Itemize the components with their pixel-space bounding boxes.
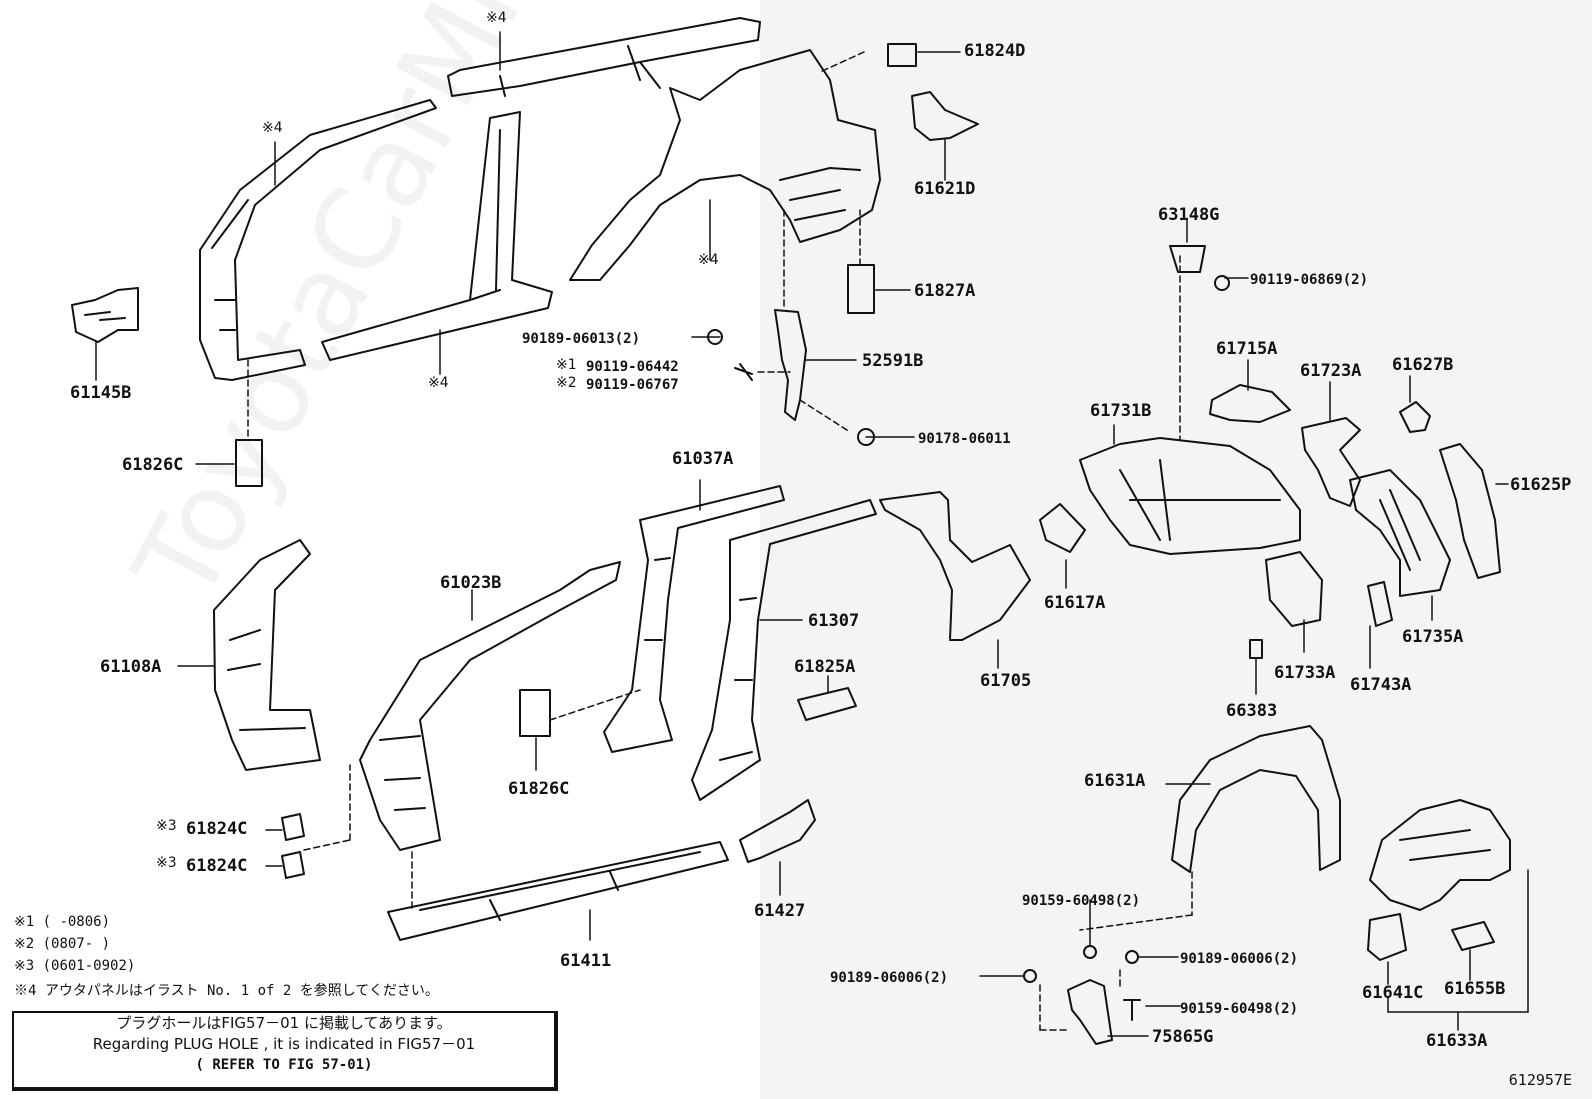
label-61723A[interactable]: 61723A — [1300, 361, 1362, 381]
bracket-52591B — [774, 309, 807, 421]
bracket-61427 — [739, 799, 816, 863]
wheelhouse-inner-61731B — [1079, 437, 1301, 555]
label-75865G[interactable]: 75865G — [1152, 1027, 1214, 1047]
diagram-shaded-half — [760, 0, 1592, 1099]
label-90189-06006-b[interactable]: 90189-06006(2) — [1180, 951, 1299, 967]
center-pillar-61307 — [691, 499, 877, 801]
label-61733A[interactable]: 61733A — [1274, 663, 1336, 683]
inner-pillar-61108A — [213, 539, 321, 771]
label-61824C-a[interactable]: 61824C — [186, 819, 248, 839]
pad-61826C-mid — [519, 689, 551, 737]
bracket-61655B — [1451, 921, 1495, 951]
plug-hole-reference-box: プラグホールはFIG57－01 に掲載してあります。 Regarding PLU… — [12, 1011, 558, 1091]
fasteners-top — [707, 245, 1230, 446]
bracket-75865G — [1067, 979, 1113, 1045]
roof-side-rail-outer — [447, 17, 761, 97]
label-66383[interactable]: 66383 — [1226, 701, 1278, 721]
label-61715A[interactable]: 61715A — [1216, 339, 1278, 359]
mark-4-roof-rail: ※4 — [486, 10, 507, 26]
pads-61824C — [281, 813, 305, 879]
front-pillar-inner-61023B — [359, 561, 621, 851]
label-90119-06767[interactable]: 90119-06767 — [586, 377, 679, 393]
label-61411[interactable]: 61411 — [560, 951, 612, 971]
label-61827A[interactable]: 61827A — [914, 281, 976, 301]
label-61631A[interactable]: 61631A — [1084, 771, 1146, 791]
note-3: ※3 (0601-0902) — [14, 958, 136, 974]
wheelhouse-61633A — [1369, 799, 1511, 911]
bracket-61627B — [1399, 401, 1431, 433]
label-61826C-top[interactable]: 61826C — [122, 455, 184, 475]
rocker-inner-61411 — [387, 841, 729, 941]
reference-fig-link[interactable]: ( REFER TO FIG 57-01) — [195, 1057, 373, 1073]
mark-4-quarter-panel: ※4 — [698, 252, 719, 268]
quarter-panel-outer — [569, 49, 881, 281]
label-61617A[interactable]: 61617A — [1044, 593, 1106, 613]
panel-61145B — [71, 287, 139, 343]
label-61627B[interactable]: 61627B — [1392, 355, 1454, 375]
label-90159-60498-b[interactable]: 90159-60498(2) — [1180, 1001, 1299, 1017]
reference-line-en: Regarding PLUG HOLE , it is indicated in… — [92, 1035, 476, 1053]
label-90189-06013[interactable]: 90189-06013(2) — [522, 331, 641, 347]
label-61641C[interactable]: 61641C — [1362, 983, 1424, 1003]
pad-61825A — [797, 687, 857, 721]
bracket-61617A — [1039, 503, 1086, 553]
label-61023B[interactable]: 61023B — [440, 573, 502, 593]
bracket-61641C — [1367, 913, 1407, 961]
label-63148G[interactable]: 63148G — [1158, 205, 1220, 225]
pad-61827A — [847, 264, 875, 314]
panel-61735A — [1349, 469, 1451, 597]
mark-3-b: ※3 — [156, 855, 177, 871]
mark-2: ※2 — [556, 375, 577, 391]
label-90178-06011[interactable]: 90178-06011 — [918, 431, 1011, 447]
label-61307[interactable]: 61307 — [808, 611, 860, 631]
front-pillar-outer — [199, 99, 437, 381]
mark-4-front-pillar: ※4 — [262, 120, 283, 136]
label-61826C-mid[interactable]: 61826C — [508, 779, 570, 799]
bracket-61715A — [1209, 384, 1291, 423]
pad-61826C-top — [235, 439, 263, 487]
label-61625P[interactable]: 61625P — [1510, 475, 1572, 495]
note-2: ※2 (0807- ) — [14, 936, 111, 952]
label-61633A[interactable]: 61633A — [1426, 1031, 1488, 1051]
label-61825A[interactable]: 61825A — [794, 657, 856, 677]
pillar-61705 — [879, 491, 1031, 641]
label-90159-60498-a[interactable]: 90159-60498(2) — [1022, 893, 1141, 909]
wheelhouse-arch-61631A — [1171, 725, 1341, 873]
label-90189-06006-a[interactable]: 90189-06006(2) — [830, 970, 949, 986]
label-61655B[interactable]: 61655B — [1444, 979, 1506, 999]
label-61621D[interactable]: 61621D — [914, 179, 976, 199]
label-61731B[interactable]: 61731B — [1090, 401, 1152, 421]
label-52591B[interactable]: 52591B — [862, 351, 924, 371]
panel-61625P — [1439, 443, 1501, 579]
center-pillar-inner-61037A — [603, 485, 785, 753]
bracket-61733A — [1265, 551, 1323, 627]
label-61824C-b[interactable]: 61824C — [186, 856, 248, 876]
label-61743A[interactable]: 61743A — [1350, 675, 1412, 695]
note-4: ※4 アウタパネルはイラスト No. 1 of 2 を参照してください。 — [14, 983, 439, 999]
diagram-code: 612957E — [1508, 1071, 1572, 1089]
label-61427[interactable]: 61427 — [754, 901, 806, 921]
label-61735A[interactable]: 61735A — [1402, 627, 1464, 647]
label-61145B[interactable]: 61145B — [70, 383, 132, 403]
mark-3-a: ※3 — [156, 818, 177, 834]
center-pillar-outer — [321, 111, 553, 361]
panel-61723A — [1301, 417, 1361, 507]
clip-66383 — [1249, 639, 1263, 659]
bracket-61743A — [1367, 581, 1393, 627]
label-61824D[interactable]: 61824D — [964, 41, 1026, 61]
pad-61824D — [887, 43, 917, 67]
mark-4-rocker: ※4 — [428, 375, 449, 391]
label-90119-06442[interactable]: 90119-06442 — [586, 359, 679, 375]
mark-1: ※1 — [556, 357, 577, 373]
leader-lines-mid — [177, 359, 1529, 1037]
label-61108A[interactable]: 61108A — [100, 657, 162, 677]
reference-line-jp: プラグホールはFIG57－01 に掲載してあります。 — [116, 1014, 452, 1032]
label-90119-06869[interactable]: 90119-06869(2) — [1250, 272, 1369, 288]
note-1: ※1 ( -0806) — [14, 914, 111, 930]
label-61037A[interactable]: 61037A — [672, 449, 734, 469]
panel-61621D — [911, 91, 979, 141]
label-61705[interactable]: 61705 — [980, 671, 1032, 691]
